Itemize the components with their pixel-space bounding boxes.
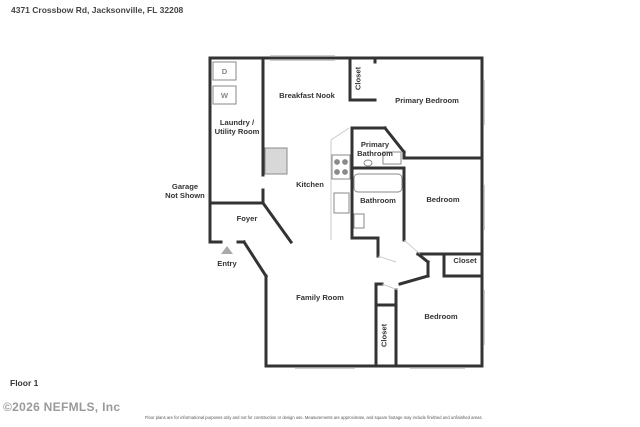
room-breakfast-nook: Breakfast Nook [279, 91, 335, 100]
room-laundry-line2: Utility Room [214, 127, 260, 136]
primary-vanity [382, 151, 402, 165]
entry-label: Entry [217, 259, 237, 268]
closet-top: Closet [353, 66, 363, 91]
room-primary-bathroom-line2: Bathroom [357, 149, 393, 158]
room-kitchen: Kitchen [296, 180, 324, 189]
room-laundry-line1: Laundry / [219, 118, 255, 127]
kitchen-sink [333, 192, 350, 214]
room-family-room: Family Room [296, 293, 344, 302]
fixtures [212, 61, 403, 229]
floor-label: Floor 1 [10, 378, 39, 388]
property-address: 4371 Crossbow Rd, Jacksonville, FL 32208 [11, 5, 184, 15]
door-swings [377, 239, 421, 291]
room-bedroom-2: Bedroom [424, 312, 458, 321]
vanity [353, 213, 365, 229]
disclaimer: Floor plans are for informational purpos… [145, 415, 483, 420]
walls [208, 56, 484, 368]
dryer [212, 61, 237, 81]
garage-line2: Not Shown [165, 191, 205, 200]
bathtub [353, 173, 403, 193]
washer [212, 85, 237, 105]
toilet [363, 159, 373, 167]
closet-bottom: Closet [379, 323, 389, 348]
kitchen-island [330, 127, 350, 240]
kitchen-counter [264, 147, 288, 175]
watermark: ©2026 NEFMLS, Inc [3, 400, 121, 414]
washer-label: W [220, 91, 229, 100]
room-primary-bathroom-line1: Primary [360, 140, 390, 149]
room-primary-bedroom: Primary Bedroom [395, 96, 459, 105]
dryer-label: D [221, 67, 228, 76]
entry-arrow-icon [221, 246, 233, 254]
stove [331, 154, 351, 180]
garage-line1: Garage [171, 182, 199, 191]
room-bathroom: Bathroom [360, 196, 396, 205]
windows [270, 55, 485, 369]
room-bedroom-1: Bedroom [426, 195, 460, 204]
room-foyer: Foyer [236, 214, 258, 223]
closet-right: Closet [453, 256, 477, 265]
